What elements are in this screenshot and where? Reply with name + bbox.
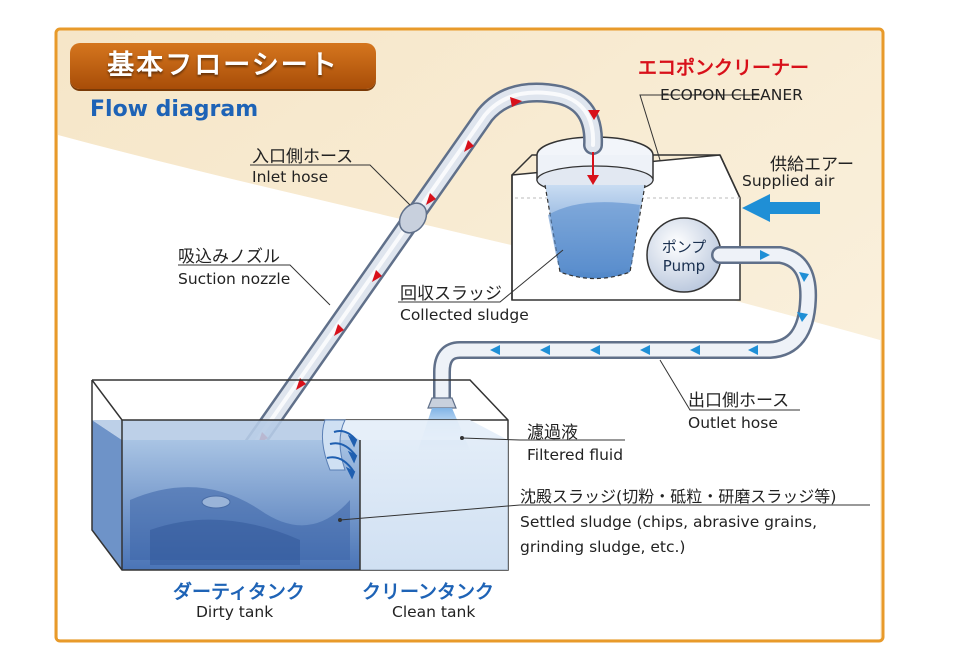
settled-sludge-label-en-1: Settled sludge (chips, abrasive grains, bbox=[520, 513, 818, 531]
outlet-hose bbox=[427, 246, 818, 409]
machine-label-jp: エコポンクリーナー bbox=[638, 57, 810, 79]
clean-tank-label-jp: クリーンタンク bbox=[362, 581, 495, 603]
inlet-hose bbox=[205, 82, 604, 510]
pump-label-en: Pump bbox=[662, 257, 706, 275]
suction-nozzle-label-jp: 吸込みノズル bbox=[178, 247, 280, 267]
supplied-air-arrow bbox=[742, 194, 820, 222]
collected-sludge-label-jp: 回収スラッジ bbox=[400, 284, 502, 304]
settled-sludge-label-en-2: grinding sludge, etc.) bbox=[520, 538, 686, 556]
machine-label-en: ECOPON CLEANER bbox=[660, 86, 803, 104]
outlet-hose-label-jp: 出口側ホース bbox=[688, 391, 790, 411]
inlet-hose-label-jp: 入口側ホース bbox=[252, 147, 354, 167]
leader-lines bbox=[178, 94, 870, 521]
dirty-tank-label-jp: ダーティタンク bbox=[173, 581, 305, 603]
settled-sludge-label-jp: 沈殿スラッジ(切粉・砥粒・研磨スラッジ等) bbox=[520, 487, 837, 506]
suction-nozzle-label-en: Suction nozzle bbox=[178, 270, 291, 288]
filtered-fluid-label-jp: 濾過液 bbox=[527, 423, 578, 443]
overflow-arrows bbox=[326, 430, 358, 480]
suction-nozzle-tip bbox=[201, 495, 231, 509]
pump-label-jp: ポンプ bbox=[661, 238, 707, 256]
dirty-tank-label-en: Dirty tank bbox=[196, 603, 274, 621]
inlet-hose-label-en: Inlet hose bbox=[252, 168, 329, 186]
dirty-tank bbox=[91, 379, 509, 571]
clean-tank bbox=[321, 419, 508, 570]
filtered-fluid-label-en: Filtered fluid bbox=[527, 446, 624, 464]
outlet-hose-label-en: Outlet hose bbox=[688, 414, 778, 432]
outlet-flow-arrows bbox=[490, 250, 809, 355]
supplied-air-label-en: Supplied air bbox=[742, 172, 835, 190]
title-badge: 基本フローシート bbox=[70, 43, 376, 89]
clean-tank-label-en: Clean tank bbox=[392, 603, 476, 621]
supplied-air-label-jp: 供給エアー bbox=[770, 155, 854, 175]
collected-sludge-label-en: Collected sludge bbox=[400, 306, 529, 324]
title-english: Flow diagram bbox=[90, 97, 259, 122]
hose-coupling bbox=[398, 202, 428, 234]
